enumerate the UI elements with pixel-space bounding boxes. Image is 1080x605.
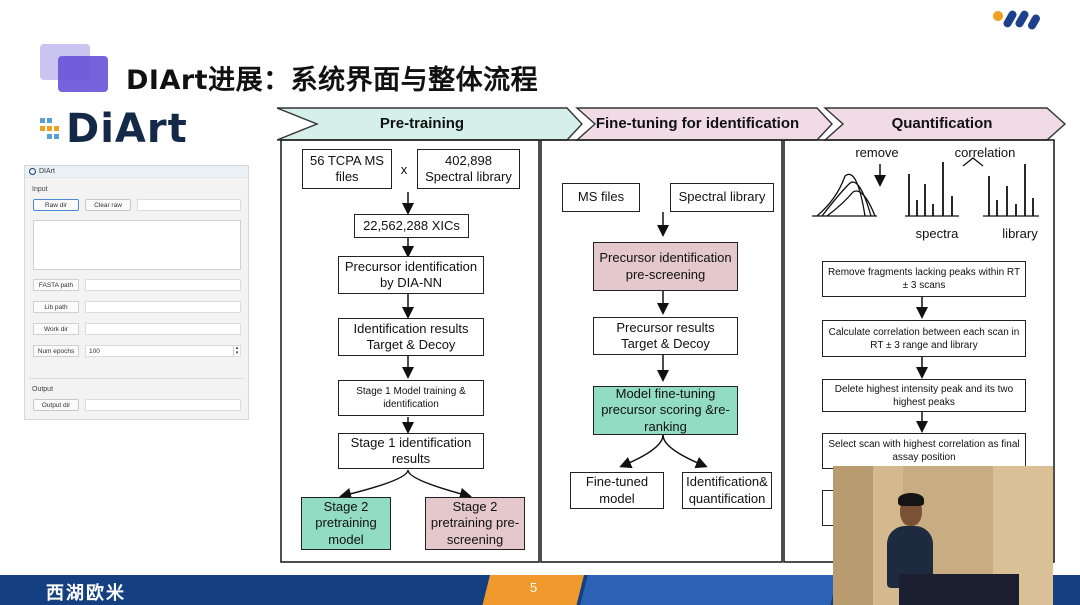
stage2-model-box: Stage 2 pretraining model <box>301 497 391 550</box>
library-label: library <box>1002 226 1038 241</box>
stage-finetuning-label: Fine-tuning for identification <box>595 115 800 132</box>
clear-raw-button[interactable]: Clear raw <box>85 199 131 211</box>
delete-peak-box: Delete highest intensity peak and its tw… <box>822 379 1026 412</box>
precursor-results-box: Precursor results Target & Decoy <box>593 317 738 355</box>
remove-fragments-box: Remove fragments lacking peaks within RT… <box>822 261 1026 297</box>
fasta-path-input[interactable] <box>85 279 241 291</box>
num-epochs-label: Num epochs <box>33 345 79 357</box>
diart-logo-icon <box>40 118 59 139</box>
raw-dir-input[interactable] <box>137 199 241 211</box>
stage-quantification-label: Quantification <box>891 115 993 132</box>
bottom-brand-text: 西湖欧米 <box>46 583 126 604</box>
page-number: 5 <box>530 580 538 595</box>
bottom-bar-highlight <box>580 575 838 605</box>
diart-app-window: DIArt Input Raw dir Clear raw FASTA path… <box>24 165 249 420</box>
stage-pretraining-label: Pre-training <box>379 115 465 132</box>
output-dir-button[interactable]: Output dir <box>33 399 79 411</box>
identification-quantification-box: Identification& quantification <box>682 472 772 509</box>
lib-path-input[interactable] <box>85 301 241 313</box>
podium-banner <box>905 577 1015 599</box>
section-divider <box>29 378 244 379</box>
input-section-label: Input <box>32 186 48 193</box>
precursor-prescreening-box: Precursor identification pre-screening <box>593 242 738 291</box>
times-symbol: x <box>400 162 408 177</box>
app-icon <box>29 168 36 175</box>
num-epochs-input[interactable]: 100 ▴▾ <box>85 345 241 357</box>
num-epochs-value: 100 <box>89 347 100 355</box>
app-titlebar: DIArt <box>25 166 248 178</box>
correlation-label: correlation <box>954 145 1016 160</box>
video-curtain-left <box>833 466 873 605</box>
precursor-diann-box: Precursor identification by DIA-NN <box>338 256 484 294</box>
calculate-correlation-box: Calculate correlation between each scan … <box>822 320 1026 357</box>
diart-workflow-diagram: Pre-training Fine-tuning for identificat… <box>277 104 1067 566</box>
speaker-video <box>833 466 1053 605</box>
corner-brand-logo <box>993 10 1040 30</box>
stage1-results-box: Stage 1 identification results <box>338 433 484 469</box>
lib-path-label[interactable]: Lib path <box>33 301 79 313</box>
select-scan-box: Select scan with highest correlation as … <box>822 433 1026 469</box>
podium <box>899 574 1019 605</box>
identification-results-box: Identification results Target & Decoy <box>338 318 484 356</box>
title-decoration-front <box>58 56 108 92</box>
remove-label: remove <box>855 145 899 160</box>
work-dir-input[interactable] <box>85 323 241 335</box>
ft-spectral-library-box: Spectral library <box>670 183 774 212</box>
model-finetuning-box: Model fine-tuning precursor scoring &re-… <box>593 386 738 435</box>
raw-dir-button[interactable]: Raw dir <box>33 199 79 211</box>
raw-files-list[interactable] <box>33 220 241 270</box>
slide-title: DIArt进展：系统界面与整体流程 <box>126 65 539 96</box>
workflow-connectors <box>277 107 1067 563</box>
spectra-label: spectra <box>915 226 959 241</box>
output-dir-input[interactable] <box>85 399 241 411</box>
output-section-label: Output <box>32 386 54 393</box>
work-dir-label[interactable]: Work dir <box>33 323 79 335</box>
fasta-path-label[interactable]: FASTA path <box>33 279 79 291</box>
ms-files-box: MS files <box>562 183 640 212</box>
diart-logo-text: DiArt <box>66 106 188 152</box>
num-epochs-spinner[interactable]: ▴▾ <box>233 346 240 356</box>
stage2-prescreening-box: Stage 2 pretraining pre-screening <box>425 497 525 550</box>
xics-box: 22,562,288 XICs <box>354 214 469 238</box>
tcpa-ms-files-box: 56 TCPA MS files <box>302 149 392 189</box>
speaker-hair <box>898 493 924 506</box>
spectral-library-box: 402,898 Spectral library <box>417 149 520 189</box>
fine-tuned-model-box: Fine-tuned model <box>570 472 664 509</box>
app-window-title: DIArt <box>39 168 55 175</box>
stage1-training-box: Stage 1 Model training & identification <box>338 380 484 416</box>
